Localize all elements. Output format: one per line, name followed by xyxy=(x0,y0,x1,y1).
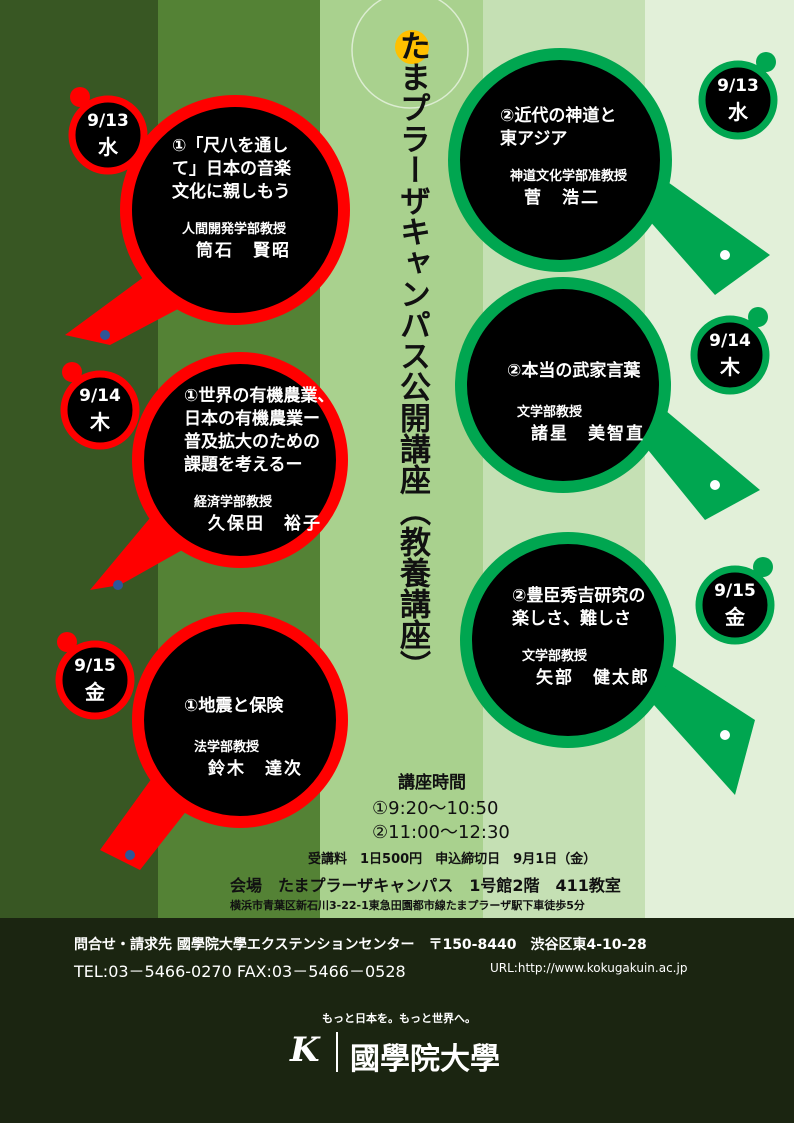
date-label: 9/14 木 xyxy=(700,328,760,380)
professor-role: 文学部教授 xyxy=(517,405,583,420)
date-label: 9/13 水 xyxy=(708,73,768,125)
date-text: 9/14 xyxy=(709,331,751,351)
contact-url[interactable]: URL:http://www.kokugakuin.ac.jp xyxy=(490,961,688,975)
date-nub xyxy=(62,362,82,382)
lecture-title-line: 普及拡大のための xyxy=(184,432,320,452)
date-nub xyxy=(57,632,77,652)
date-text: 9/15 xyxy=(714,581,756,601)
professor-role: 法学部教授 xyxy=(194,740,260,755)
handle-dot xyxy=(720,250,730,260)
handle-shape xyxy=(640,410,760,520)
handle-shape xyxy=(645,665,755,795)
handle-shape xyxy=(640,180,770,295)
date-label: 9/15 金 xyxy=(705,578,765,630)
title-ring xyxy=(351,0,469,109)
lecture-title-line: ②本当の武家言葉 xyxy=(507,361,641,381)
date-circle xyxy=(60,370,140,450)
professor-role: 文学部教授 xyxy=(522,649,588,664)
schedule-slot-1: ①9:20～10:50 xyxy=(372,798,499,819)
logo-divider xyxy=(336,1032,338,1072)
contact-phone: TEL:03－5466-0270 FAX:03－5466－0528 xyxy=(74,962,406,981)
logo-name: 國學院大學 xyxy=(350,1042,500,1077)
lecture-title-line: ②近代の神道と xyxy=(500,106,617,126)
handle-dot xyxy=(113,580,123,590)
date-text: 9/13 xyxy=(717,76,759,96)
lecture-circle xyxy=(448,48,672,272)
date-text: 9/14 xyxy=(79,386,121,406)
handle-dot xyxy=(710,480,720,490)
professor-name: 諸星 美智直 xyxy=(531,424,645,444)
date-text: 9/13 xyxy=(87,111,129,131)
lecture-title: ①「尺八を通して」日本の音楽文化に親しもう xyxy=(172,135,291,204)
weekday-text: 金 xyxy=(85,680,105,704)
handle-dot xyxy=(100,330,110,340)
address-text: 横浜市青葉区新石川3-22-1東急田園都市線たまプラーザ駅下車徒歩5分 xyxy=(230,899,585,912)
professor-role: 経済学部教授 xyxy=(194,495,273,510)
lecture-title: ①世界の有機農業、日本の有機農業ー普及拡大のための課題を考えるー xyxy=(184,385,334,477)
date-label: 9/14 木 xyxy=(70,383,130,435)
slogan: もっと日本を。もっと世界へ。 xyxy=(322,1012,476,1025)
professor-name: 筒石 賢昭 xyxy=(196,241,291,261)
date-nub xyxy=(748,307,768,327)
date-circle xyxy=(698,60,778,140)
date-label: 9/15 金 xyxy=(65,653,125,705)
logo-mark: K xyxy=(290,1030,320,1070)
weekday-text: 木 xyxy=(90,410,110,434)
date-circle xyxy=(690,315,770,395)
lecture-title-line: て」日本の音楽 xyxy=(172,159,291,179)
lecture-title-line: 文化に親しもう xyxy=(172,182,291,202)
lecture-title: ②豊臣秀吉研究の楽しさ、難しさ xyxy=(512,585,645,631)
date-text: 9/15 xyxy=(74,656,116,676)
title-highlight: たま xyxy=(394,30,430,92)
fee-text: 受講料 1日500円 申込締切日 9月1日（金） xyxy=(308,852,597,867)
date-circle xyxy=(695,565,775,645)
venue-text: 会場 たまプラーザキャンパス 1号館2階 411教室 xyxy=(230,876,621,895)
date-circle xyxy=(68,95,148,175)
professor-name: 久保田 裕子 xyxy=(208,514,322,534)
schedule-slot-2: ②11:00～12:30 xyxy=(372,822,510,843)
date-label: 9/13 水 xyxy=(78,108,138,160)
professor-role: 人間開発学部教授 xyxy=(182,222,287,237)
poster-title: たまプラーザキャンパス公開講座（教養講座） xyxy=(392,30,432,681)
lecture-circle xyxy=(455,277,671,493)
lecture-circle xyxy=(460,532,676,748)
professor-name: 矢部 健太郎 xyxy=(536,668,650,688)
lecture-title: ②近代の神道と東アジア xyxy=(500,105,616,151)
handle-dot xyxy=(125,850,135,860)
lecture-title-line: 日本の有機農業ー xyxy=(184,409,320,429)
lecture-title-line: 東アジア xyxy=(500,129,568,149)
weekday-text: 木 xyxy=(720,355,740,379)
date-nub xyxy=(70,87,90,107)
schedule-heading: 講座時間 xyxy=(398,773,466,793)
lecture-title-line: ②豊臣秀吉研究の xyxy=(512,586,646,606)
footer: 問合せ・請求先 國學院大學エクステンションセンター 〒150-8440 渋谷区東… xyxy=(0,918,794,1123)
lecture-title-line: ①「尺八を通し xyxy=(172,136,289,156)
lecture-title-line: 楽しさ、難しさ xyxy=(512,609,631,629)
title-text: プラーザキャンパス公開講座（教養講座） xyxy=(394,92,430,681)
lecture-title-line: ①世界の有機農業、 xyxy=(184,386,335,406)
decorative-shapes xyxy=(55,0,778,870)
lecture-title-line: 課題を考えるー xyxy=(184,455,303,475)
lecture-circle xyxy=(132,352,348,568)
lecture-circle xyxy=(132,612,348,828)
lecture-title: ②本当の武家言葉 xyxy=(507,360,640,383)
professor-name: 菅 浩二 xyxy=(524,188,600,208)
contact-line: 問合せ・請求先 國學院大學エクステンションセンター 〒150-8440 渋谷区東… xyxy=(74,937,647,953)
date-nub xyxy=(756,52,776,72)
professor-name: 鈴木 達次 xyxy=(208,759,303,779)
date-circle xyxy=(55,640,135,720)
title-highlight-circle xyxy=(395,30,429,64)
lecture-circle xyxy=(120,95,350,325)
weekday-text: 水 xyxy=(728,100,748,124)
professor-role: 神道文化学部准教授 xyxy=(510,169,628,184)
weekday-text: 金 xyxy=(725,605,745,629)
handle-dot xyxy=(720,730,730,740)
weekday-text: 水 xyxy=(98,135,118,159)
lecture-title-line: ①地震と保険 xyxy=(184,696,284,716)
date-nub xyxy=(753,557,773,577)
lecture-title: ①地震と保険 xyxy=(184,695,283,718)
